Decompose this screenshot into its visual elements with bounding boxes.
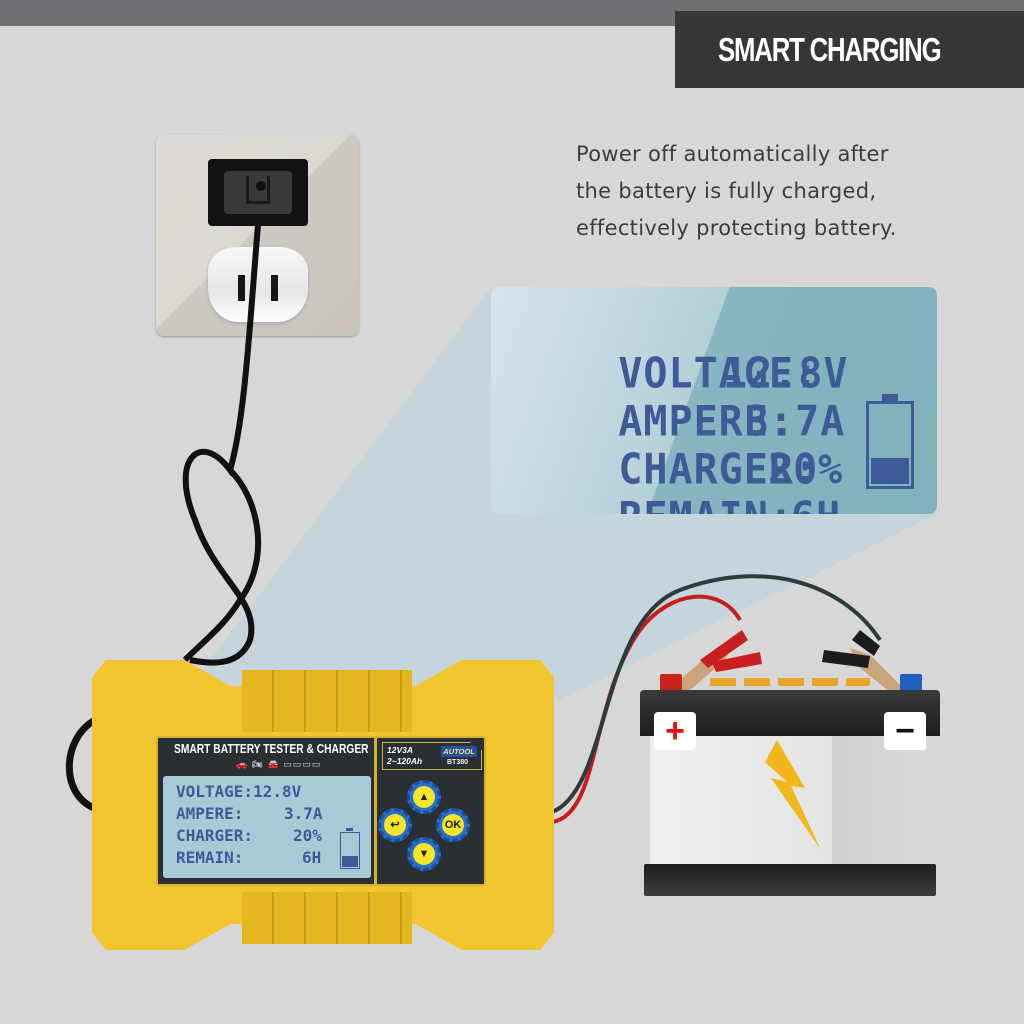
up-button[interactable]: ▲: [407, 780, 441, 814]
description-line: effectively protecting battery.: [576, 216, 897, 240]
description-line: Power off automatically after: [576, 142, 889, 166]
remain-row: REMAIN:6H: [518, 446, 840, 514]
device-lcd: VOLTAGE:12.8V AMPERE:3.7A CHARGER:20% RE…: [163, 776, 371, 878]
charger-row: CHARGER:20%: [618, 445, 844, 495]
negative-sign-icon: −: [884, 712, 926, 750]
socket-face: [208, 247, 308, 322]
charger-value: 20%: [768, 445, 844, 495]
battery-level-icon: [866, 394, 914, 489]
positive-sign-icon: +: [654, 712, 696, 750]
voltage-row: VOLTAGE:12.8V: [618, 349, 849, 399]
charger-device: SMART BATTERY TESTER & CHARGER 🚗 🏍 🚘 ▭▭▭…: [92, 660, 554, 950]
page-title: SMART CHARGING: [718, 30, 942, 68]
remain-value: 6H: [791, 494, 841, 514]
negative-terminal: [900, 674, 922, 692]
socket-slot: [271, 275, 278, 301]
socket-slot: [238, 275, 245, 301]
down-button[interactable]: ▼: [407, 837, 441, 871]
vehicle-type-icons: 🚗 🏍 🚘 ▭▭▭▭: [236, 759, 322, 769]
voltage-value: 12.8V: [723, 349, 849, 399]
back-arrow-icon: ↩: [384, 814, 406, 836]
power-plug: [208, 159, 308, 226]
brand-logo: AUTOOL: [441, 746, 477, 757]
ampere-row: AMPERE:3.7A: [618, 397, 846, 447]
charger-ribs: [242, 670, 412, 732]
charger-ribs: [242, 892, 412, 944]
panel-title: SMART BATTERY TESTER & CHARGER: [174, 742, 369, 756]
down-arrow-icon: ▼: [413, 843, 435, 865]
ok-label: OK: [442, 814, 464, 836]
battery-base: [644, 864, 936, 896]
lightning-bolt-icon: [765, 740, 821, 850]
wall-outlet: [156, 135, 359, 336]
car-battery: + −: [640, 672, 940, 912]
back-button[interactable]: ↩: [378, 808, 412, 842]
control-panel: SMART BATTERY TESTER & CHARGER 🚗 🏍 🚘 ▭▭▭…: [156, 736, 486, 886]
ok-button[interactable]: OK: [436, 808, 470, 842]
model-number: BT380: [447, 759, 469, 766]
up-arrow-icon: ▲: [413, 786, 435, 808]
lcd-callout: VOLTAGE:12.8V AMPERE:3.7A CHARGER:20% RE…: [491, 287, 937, 514]
description-line: the battery is fully charged,: [576, 179, 877, 203]
ampere-value: 3.7A: [745, 397, 846, 447]
feature-description: Power off automatically after the batter…: [576, 136, 996, 247]
positive-terminal: [660, 674, 682, 692]
spec-label: 12V3A 2~120Ah AUTOOL BT380: [382, 742, 482, 770]
battery-level-icon: [340, 828, 360, 869]
title-banner: SMART CHARGING: [675, 11, 1024, 88]
